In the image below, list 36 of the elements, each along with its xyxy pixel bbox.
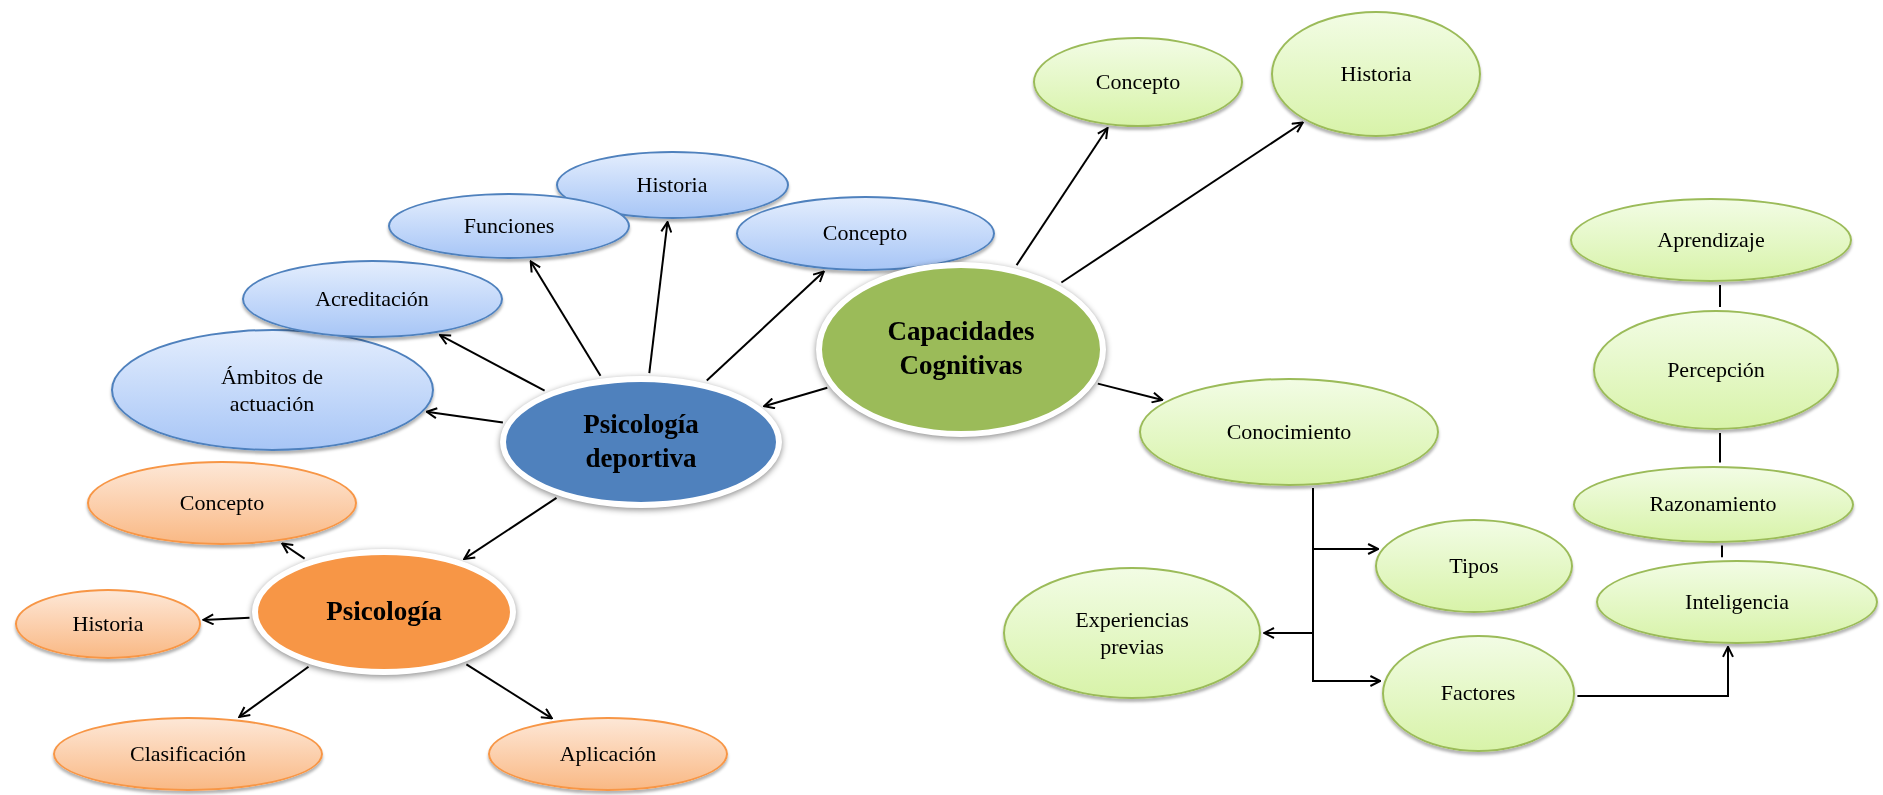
node-label: Conocimiento <box>1226 418 1352 446</box>
node-label: Aplicación <box>559 740 657 768</box>
node-label: Historia <box>1340 60 1412 88</box>
arrow <box>463 496 558 560</box>
node-label: Tipos <box>1449 552 1499 580</box>
node-label: Razonamiento <box>1649 490 1777 518</box>
node-label: Concepto <box>1095 68 1181 96</box>
arrow <box>238 665 310 718</box>
connector-line <box>1721 544 1723 559</box>
node-label: Psicología deportiva <box>582 408 700 475</box>
node-label: Capacidades Cognitivas <box>886 315 1036 382</box>
node-label: Psicología <box>326 595 442 629</box>
connector-line <box>1719 283 1721 308</box>
node-label: Ámbitos de actuación <box>219 362 325 418</box>
arrow <box>529 260 602 377</box>
node-label: Experiencias previas <box>1074 605 1190 661</box>
arrow <box>202 613 251 626</box>
node-label: Concepto <box>179 489 265 517</box>
node-label: Funciones <box>463 212 555 240</box>
arrow <box>1060 121 1304 284</box>
connector-line <box>1719 432 1721 464</box>
node-label: Percepción <box>1667 356 1765 384</box>
arrow <box>425 407 504 424</box>
node-label: Aprendizaje <box>1657 226 1765 254</box>
arrow <box>465 663 553 720</box>
node-label: Acreditación <box>315 285 429 313</box>
node-label: Concepto <box>822 219 908 247</box>
node-label: Historia <box>636 171 708 199</box>
node-label: Clasificación <box>129 740 247 768</box>
node-label: Historia <box>72 610 144 638</box>
arrow <box>648 221 673 375</box>
arrow <box>1312 487 1382 687</box>
arrow <box>281 542 306 560</box>
arrow <box>1576 645 1734 697</box>
node-label: Factores <box>1440 679 1516 707</box>
node-label: Inteligencia <box>1685 588 1789 616</box>
